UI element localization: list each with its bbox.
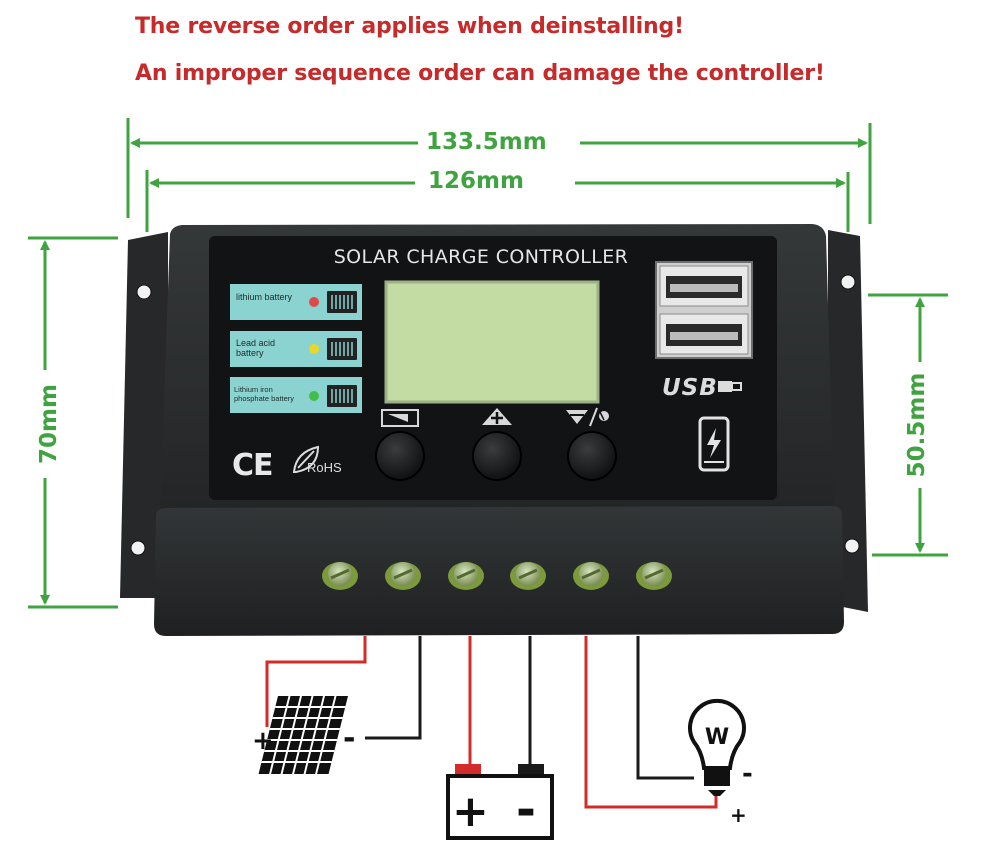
wire-solar-negative — [365, 636, 422, 740]
battery-icon — [327, 338, 357, 360]
terminal-screw-battery-negative — [510, 562, 546, 590]
body-height-label: 50.5mm — [904, 372, 930, 478]
overall-height-label: 70mm — [36, 384, 62, 464]
usb-plug-icon — [718, 381, 742, 392]
bulb-symbol-label: W — [705, 725, 729, 750]
rohs-mark: RoHS — [307, 460, 342, 475]
terminal-screw-battery-positive — [448, 562, 484, 590]
indicator-lifepo4-label: Lithium iron phosphate battery — [234, 385, 295, 403]
wire-load-negative — [636, 636, 694, 780]
mount-hole-icon — [136, 284, 152, 300]
phone-charging-icon — [698, 416, 730, 472]
battery-icon — [327, 385, 357, 407]
battery-plus-label: + — [452, 786, 489, 837]
ce-mark: CE — [232, 448, 274, 483]
mount-hole-icon — [840, 274, 856, 290]
led-yellow-icon — [309, 344, 319, 354]
mount-hole-icon — [130, 540, 146, 556]
wire-load-positive — [584, 636, 718, 809]
terminal-screw-solar-positive — [322, 562, 358, 590]
terminal-screw-solar-negative — [385, 562, 421, 590]
battery-indicators — [230, 284, 362, 413]
up-button[interactable] — [472, 431, 522, 481]
solar-plus-label: + — [252, 726, 274, 756]
wiring — [265, 636, 718, 809]
led-red-icon — [309, 297, 319, 307]
led-green-icon — [309, 391, 319, 401]
terminal-screw-load-negative — [636, 562, 672, 590]
battery-minus-label: - — [516, 782, 536, 838]
battery-icon — [327, 291, 357, 313]
menu-symbol-icon — [381, 409, 419, 427]
terminal-screw-load-positive — [573, 562, 609, 590]
battery-symbol-icon — [446, 764, 554, 840]
menu-button[interactable] — [375, 431, 425, 481]
indicator-lead-acid-label: Lead acid battery — [236, 338, 276, 358]
warning-line-2: An improper sequence order can damage th… — [135, 61, 825, 86]
down-button[interactable] — [567, 431, 617, 481]
wire-solar-positive — [265, 636, 367, 727]
down-light-icon — [566, 407, 609, 427]
warning-line-1: The reverse order applies when deinstall… — [135, 14, 684, 39]
controller-title: SOLAR CHARGE CONTROLLER — [333, 246, 629, 268]
load-minus-label: - — [742, 759, 753, 789]
body-width-label: 126mm — [428, 168, 524, 194]
mount-hole-icon — [844, 538, 860, 554]
bulb-icon — [688, 698, 746, 796]
rohs-leaf-icon — [292, 445, 320, 473]
overall-width-label: 133.5mm — [426, 129, 547, 155]
up-plus-icon — [482, 408, 512, 425]
usb-label: USB — [662, 375, 718, 401]
terminal-screws — [322, 562, 672, 590]
indicator-lithium-label: lithium battery — [236, 292, 293, 302]
lcd-screen — [384, 280, 600, 404]
usb-ports — [655, 261, 753, 359]
dimension-lines — [28, 118, 948, 609]
solar-minus-label: - — [343, 721, 355, 756]
load-plus-label: + — [730, 803, 747, 827]
solar-panel-icon — [258, 696, 348, 774]
